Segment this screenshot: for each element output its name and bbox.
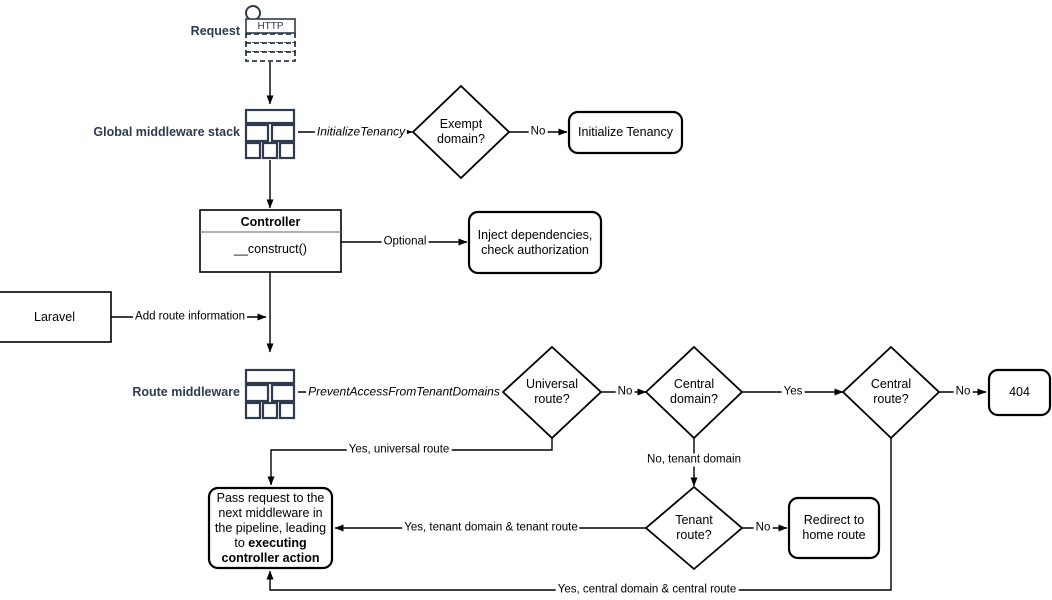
node-controller-title: Controller: [240, 215, 301, 229]
edge-label-central-domain-no: No, tenant domain: [645, 453, 743, 467]
node-central-route-shape: [841, 345, 941, 440]
edge-label-exempt-no: No: [528, 125, 548, 139]
label-route-middleware: Route middleware: [132, 385, 240, 399]
node-initialize-tenancy-shape: [567, 110, 684, 155]
node-universal-route-shape: [501, 345, 603, 440]
edge-label-tenant-route-no: No: [753, 521, 773, 535]
node-404-shape: [987, 368, 1052, 417]
node-pass-request-shape: [207, 486, 334, 570]
node-laravel-shape: [0, 291, 112, 343]
edge-label-optional: Optional: [381, 235, 429, 249]
edge-label-central-route-no: No: [953, 385, 973, 399]
node-redirect-home-shape: [787, 496, 881, 560]
edge-label-central-route-yes: Yes, central domain & central route: [555, 583, 739, 597]
node-controller-shape: [199, 209, 342, 273]
middleware-stack-icon-shape-global: [244, 108, 296, 160]
edge-label-add-route-information: Add route information: [133, 310, 247, 324]
middleware-stack-icon-shape-route: [244, 368, 296, 420]
edge-label-tenant-route-yes: Yes, tenant domain & tenant route: [402, 521, 580, 535]
edge-label-initialize-tenancy: InitializeTenancy: [314, 124, 408, 139]
node-central-domain-shape: [644, 345, 744, 440]
node-controller-row-construct[interactable]: __construct(): [234, 242, 307, 256]
node-inject-dependencies-shape: [467, 210, 603, 275]
edge-label-universal-no: No: [615, 385, 635, 399]
label-global-middleware-stack: Global middleware stack: [93, 125, 240, 139]
edge-label-prevent-access: PreventAccessFromTenantDomains: [306, 384, 502, 399]
label-request: Request: [190, 24, 240, 38]
edge-label-central-domain-yes: Yes: [781, 385, 805, 399]
edge-label-universal-yes: Yes, universal route: [346, 443, 452, 457]
node-tenant-route-shape: [644, 485, 744, 571]
http-request-icon-shape: [245, 5, 296, 62]
node-exempt-domain-shape: [411, 84, 511, 180]
